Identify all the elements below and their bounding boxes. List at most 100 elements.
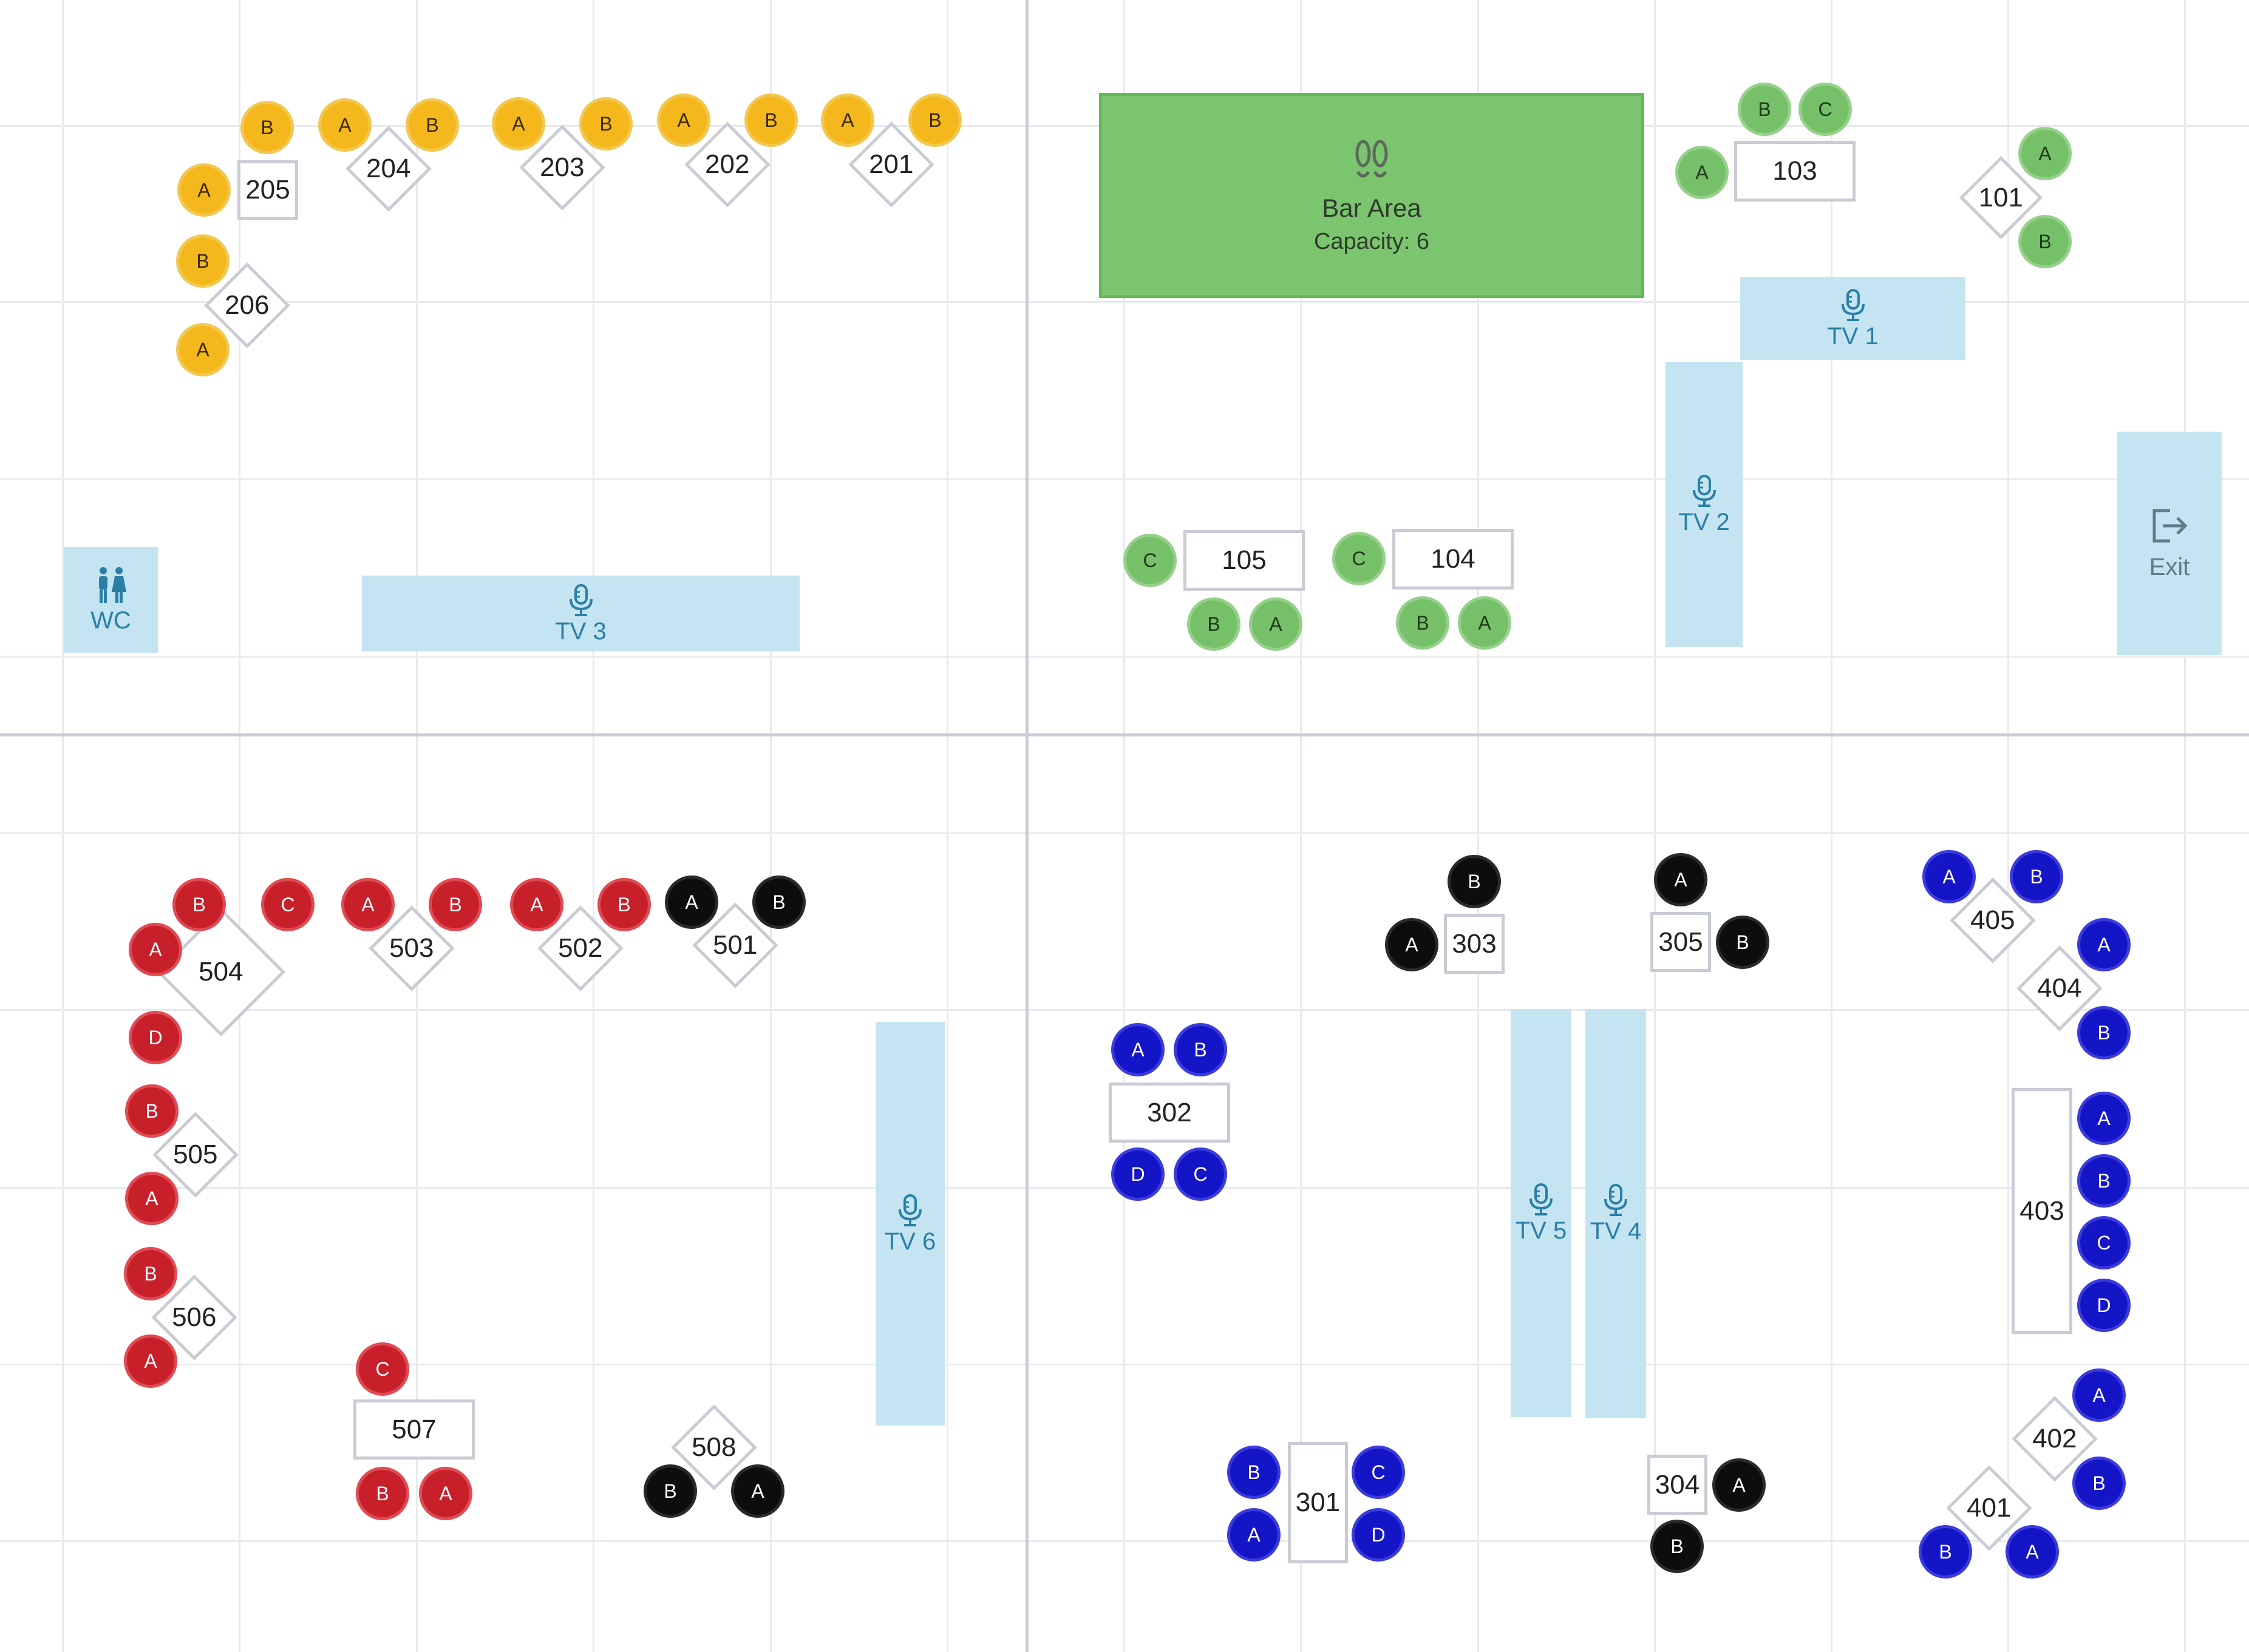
table-104[interactable]: 104 [1392, 529, 1514, 590]
table-105[interactable]: 105 [1183, 530, 1305, 591]
seat-302-d[interactable]: D [1111, 1147, 1165, 1201]
seat-204-a[interactable]: A [318, 98, 372, 152]
seat-507-a[interactable]: A [419, 1467, 472, 1520]
seat-402-a[interactable]: A [2072, 1368, 2126, 1422]
seat-105-a[interactable]: A [1249, 597, 1302, 651]
seat-508-a[interactable]: A [731, 1464, 784, 1518]
seat-405-a[interactable]: A [1922, 850, 1976, 903]
seat-304-a[interactable]: A [1712, 1458, 1766, 1512]
table-301[interactable]: 301 [1288, 1442, 1348, 1563]
tv-zone-2[interactable]: TV 2 [1665, 362, 1743, 647]
seat-301-a[interactable]: A [1227, 1508, 1281, 1562]
seat-103-b[interactable]: B [1738, 83, 1791, 136]
table-103[interactable]: 103 [1734, 141, 1856, 202]
seat-303-b[interactable]: B [1448, 855, 1501, 908]
seat-504-a[interactable]: A [129, 923, 182, 976]
table-305[interactable]: 305 [1650, 912, 1711, 972]
seat-304-b[interactable]: B [1650, 1520, 1704, 1573]
seat-label: A [1269, 613, 1282, 635]
seat-508-b[interactable]: B [644, 1464, 697, 1518]
exit-zone[interactable]: Exit [2117, 432, 2222, 655]
seat-301-b[interactable]: B [1227, 1446, 1281, 1499]
seat-404-b[interactable]: B [2077, 1006, 2131, 1059]
wc-zone[interactable]: WC [64, 547, 158, 653]
seat-504-b[interactable]: B [172, 878, 226, 931]
seat-103-a[interactable]: A [1675, 146, 1729, 199]
seat-505-b[interactable]: B [125, 1084, 179, 1138]
seat-302-c[interactable]: C [1174, 1147, 1227, 1201]
seat-303-a[interactable]: A [1385, 918, 1438, 971]
seat-label: A [1131, 1038, 1145, 1061]
table-304[interactable]: 304 [1647, 1455, 1707, 1515]
seat-label: D [1371, 1523, 1386, 1546]
tv-zone-4[interactable]: TV 4 [1585, 1009, 1646, 1418]
seat-103-c[interactable]: C [1798, 83, 1852, 136]
seat-301-d[interactable]: D [1352, 1508, 1405, 1562]
seat-401-a[interactable]: A [2006, 1525, 2059, 1579]
seat-503-a[interactable]: A [341, 878, 395, 931]
seat-101-a[interactable]: A [2018, 127, 2072, 180]
seat-104-b[interactable]: B [1396, 596, 1449, 650]
seat-403-a[interactable]: A [2077, 1092, 2131, 1145]
seat-302-b[interactable]: B [1174, 1023, 1227, 1076]
bar-area-zone[interactable]: Bar Area Capacity: 6 [1099, 93, 1644, 298]
table-303[interactable]: 303 [1444, 914, 1505, 974]
seat-205-a[interactable]: A [177, 163, 231, 217]
seat-105-c[interactable]: C [1123, 534, 1177, 587]
seat-502-a[interactable]: A [510, 878, 563, 931]
seat-label: A [2092, 1384, 2106, 1406]
seat-506-a[interactable]: A [124, 1334, 177, 1388]
seat-label: B [1207, 613, 1220, 635]
seat-402-b[interactable]: B [2072, 1457, 2126, 1510]
seat-507-b[interactable]: B [356, 1467, 409, 1520]
tv-zone-5[interactable]: TV 5 [1511, 1009, 1571, 1417]
table-205[interactable]: 205 [237, 160, 298, 220]
seat-506-b[interactable]: B [124, 1247, 177, 1300]
seat-501-a[interactable]: A [665, 875, 718, 929]
seat-205-b[interactable]: B [240, 101, 294, 154]
seat-401-b[interactable]: B [1919, 1525, 1972, 1579]
seat-507-c[interactable]: C [356, 1342, 409, 1396]
seat-301-c[interactable]: C [1352, 1446, 1405, 1499]
footprints-icon [1347, 137, 1396, 185]
seat-403-b[interactable]: B [2077, 1154, 2131, 1208]
seat-302-a[interactable]: A [1111, 1023, 1165, 1076]
seat-101-b[interactable]: B [2018, 215, 2072, 268]
seat-504-c[interactable]: C [261, 878, 315, 931]
table-507[interactable]: 507 [353, 1399, 475, 1460]
seat-204-b[interactable]: B [406, 98, 459, 152]
seat-206-b[interactable]: B [176, 234, 230, 288]
seat-404-a[interactable]: A [2077, 918, 2131, 971]
tv-zone-3[interactable]: TV 3 [362, 576, 800, 651]
seat-504-d[interactable]: D [129, 1011, 182, 1064]
seat-203-a[interactable]: A [492, 97, 545, 151]
table-504[interactable]: 504 [156, 907, 286, 1037]
table-403[interactable]: 403 [2012, 1088, 2072, 1334]
tv-zone-1[interactable]: TV 1 [1740, 277, 1965, 360]
seat-403-d[interactable]: D [2077, 1279, 2131, 1332]
seat-104-c[interactable]: C [1332, 532, 1386, 585]
seat-201-b[interactable]: B [908, 93, 962, 147]
seat-label: B [1468, 870, 1481, 892]
table-302[interactable]: 302 [1109, 1083, 1230, 1143]
seat-405-b[interactable]: B [2010, 850, 2063, 903]
seat-202-b[interactable]: B [744, 93, 798, 147]
seat-104-a[interactable]: A [1458, 596, 1511, 650]
seat-label: D [1131, 1163, 1145, 1185]
seat-305-b[interactable]: B [1716, 916, 1769, 969]
seat-202-a[interactable]: A [657, 93, 710, 147]
tv-label: TV 5 [1515, 1217, 1567, 1244]
seat-105-b[interactable]: B [1187, 597, 1240, 651]
seat-503-b[interactable]: B [429, 878, 482, 931]
tv-zone-6[interactable]: TV 6 [876, 1022, 945, 1426]
seat-201-a[interactable]: A [821, 93, 874, 147]
seat-502-b[interactable]: B [597, 878, 651, 931]
grid-line [416, 0, 418, 1652]
seat-203-b[interactable]: B [579, 97, 633, 151]
table-number: 404 [2037, 973, 2082, 1003]
seat-403-c[interactable]: C [2077, 1216, 2131, 1270]
seat-501-b[interactable]: B [752, 875, 806, 929]
seat-305-a[interactable]: A [1654, 853, 1707, 906]
seat-206-a[interactable]: A [176, 323, 230, 376]
seat-505-a[interactable]: A [125, 1172, 179, 1225]
